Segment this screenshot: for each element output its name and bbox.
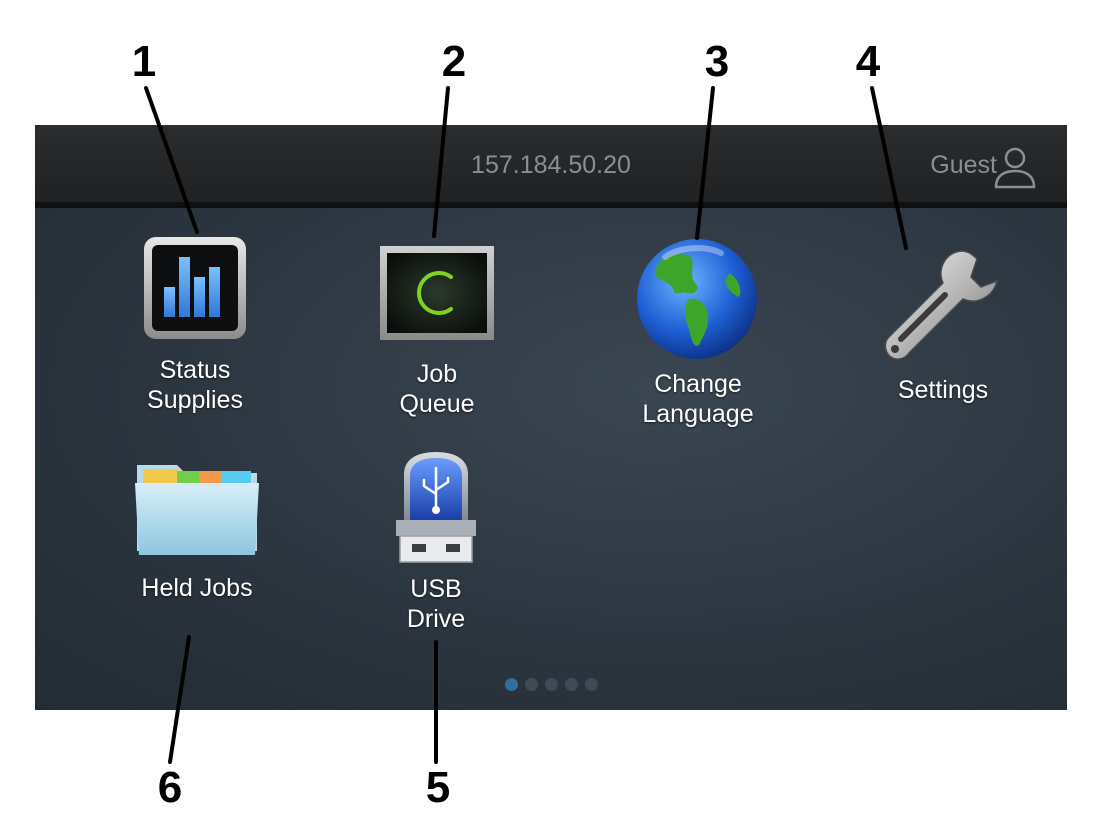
callout-2: 2 [441,37,467,86]
app-held-jobs[interactable]: Held Jobs [97,455,297,615]
page-dot-3[interactable] [545,678,558,691]
callout-6: 6 [157,763,183,812]
page-indicator [505,678,605,692]
folder-icon [135,465,259,555]
callout-3: 3 [704,37,730,86]
page-dot-2[interactable] [525,678,538,691]
ip-address: 157.184.50.20 [471,151,631,179]
app-status-supplies[interactable]: Status Supplies [95,235,295,435]
wrench-icon [884,250,999,360]
app-label-settings: Settings [897,376,989,404]
app-job-queue[interactable]: Job Queue [337,235,537,435]
globe-icon [637,239,757,359]
usb-drive-icon [396,452,476,563]
page-dot-1[interactable] [505,678,518,691]
user-icon[interactable] [993,145,1037,189]
app-settings[interactable]: Settings [843,235,1043,435]
app-label-usb-drive: USB Drive [406,575,466,633]
user-label[interactable]: Guest [930,151,997,179]
printer-home-screen: 157.184.50.20 Guest Status Supplie [35,125,1067,710]
callout-1: 1 [131,37,157,86]
app-change-language[interactable]: Change Language [598,235,798,435]
bar-chart-icon [144,237,246,339]
app-usb-drive[interactable]: USB Drive [336,450,536,640]
callout-4: 4 [855,37,881,86]
top-bar: 157.184.50.20 Guest [35,125,1067,208]
app-label-status-supplies: Status Supplies [147,356,243,414]
app-label-held-jobs: Held Jobs [141,574,253,602]
job-queue-icon [380,246,494,340]
page-dot-4[interactable] [565,678,578,691]
page-dot-5[interactable] [585,678,598,691]
app-label-job-queue: Job Queue [399,360,475,418]
app-label-change-language: Change Language [642,370,754,428]
callout-5: 5 [425,763,451,812]
